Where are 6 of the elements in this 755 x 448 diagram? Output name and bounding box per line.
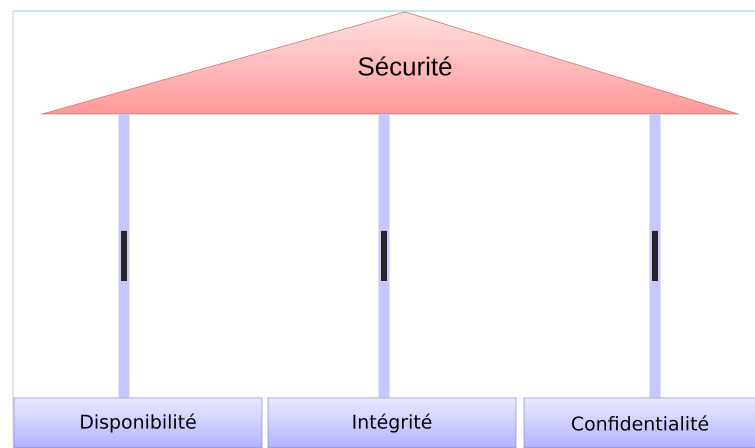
pillar	[650, 114, 660, 398]
pillar	[378, 114, 390, 398]
pillar-base-box: Intégrité	[268, 398, 516, 448]
pillar	[118, 114, 130, 398]
pillar-base-box: Confidentialité	[524, 398, 755, 448]
pillar-base-box: Disponibilité	[14, 398, 262, 448]
